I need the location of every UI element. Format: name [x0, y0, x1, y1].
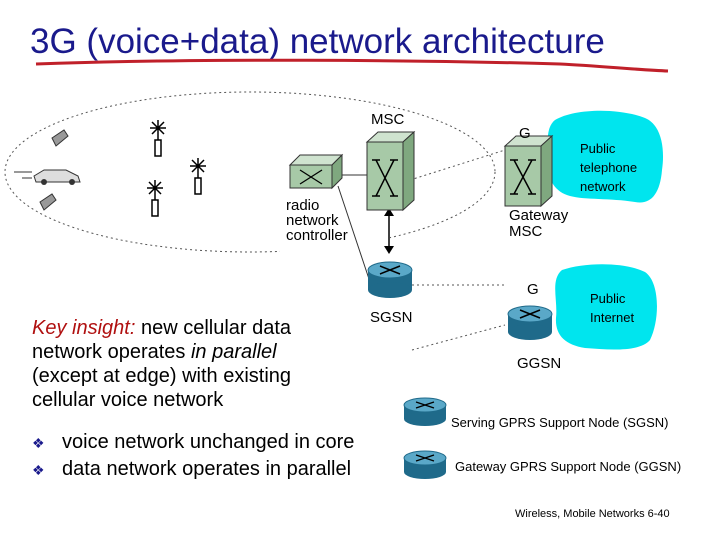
legend-sgsn-icon — [403, 397, 447, 426]
rnc-box — [288, 153, 344, 190]
key-line-4: cellular voice network — [32, 389, 224, 411]
pstn-label-2: telephone — [580, 160, 638, 175]
internet-label-1: Public — [590, 291, 626, 306]
legend-sgsn-text: Serving GPRS Support Node (SGSN) — [451, 415, 669, 430]
rnc-label-3: controller — [286, 227, 348, 244]
gateway-msc-label-2: MSC — [509, 223, 543, 240]
key-line-3: (except at edge) with existing — [32, 365, 292, 387]
internet-label-2: Internet — [590, 310, 635, 325]
rnc-label-2: network — [286, 212, 339, 229]
slide-title: 3G (voice+data) network architecture — [30, 22, 605, 61]
antenna-icon — [147, 180, 163, 217]
phone-icon — [51, 129, 69, 147]
legend-ggsn-text: Gateway GPRS Support Node (GGSN) — [455, 459, 682, 474]
key-line-1-rest: new cellular data — [135, 317, 292, 339]
link-msc-gmsc — [409, 149, 506, 181]
ggsn-router — [507, 305, 553, 340]
legend-ggsn-icon — [403, 450, 447, 479]
antenna-icon — [190, 158, 206, 195]
antenna-icon — [150, 120, 166, 157]
key-insight-text: Key insight: new cellular data network o… — [32, 316, 432, 412]
ggsn-label: GGSN — [517, 355, 562, 372]
bullet-icon: ❖ — [32, 462, 45, 478]
link-rnc-sgsn — [337, 185, 371, 283]
radio-area-outline — [4, 91, 496, 253]
gateway-msc-label-1: Gateway — [509, 207, 569, 224]
key-line-2: network operates in parallel — [32, 340, 432, 364]
pstn-label-3: network — [580, 179, 626, 194]
slide-footer: Wireless, Mobile Networks 6-40 — [515, 508, 670, 520]
title-underline — [35, 58, 669, 73]
msc-switch — [365, 130, 416, 212]
ggsn-g-label: G — [527, 281, 539, 298]
pstn-label-1: Public — [580, 141, 616, 156]
gateway-g-label: G — [519, 125, 531, 142]
rnc-label-1: radio — [286, 197, 320, 214]
key-line-2-a: network operates — [32, 341, 191, 363]
pstn-cloud — [547, 110, 664, 203]
gateway-msc-switch — [503, 134, 554, 208]
phone-icon — [39, 193, 57, 211]
bullet-item: ❖ data network operates in parallel — [32, 457, 351, 482]
sgsn-label: SGSN — [370, 309, 413, 326]
bullet-text: voice network unchanged in core — [62, 431, 355, 453]
bullet-text: data network operates in parallel — [62, 458, 352, 480]
sgsn-router — [367, 261, 413, 298]
car-icon — [14, 169, 81, 185]
bullet-item: ❖ voice network unchanged in core — [32, 430, 354, 455]
bullet-icon: ❖ — [32, 435, 45, 451]
key-line-2-b: in parallel — [190, 341, 277, 363]
key-line-1: Key insight: new cellular data — [32, 316, 432, 340]
key-lead: Key insight: — [32, 317, 136, 339]
msc-label: MSC — [371, 111, 405, 128]
link-ggsn-edge — [411, 324, 506, 351]
internet-cloud — [555, 264, 657, 350]
